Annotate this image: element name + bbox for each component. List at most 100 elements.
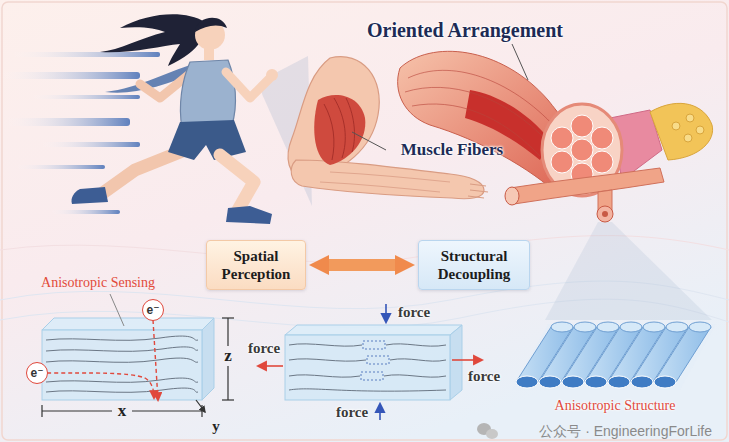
runner-figure	[71, 14, 278, 224]
runner-figure	[100, 150, 185, 195]
node-text: Spatial Perception	[213, 247, 299, 283]
arm-illustration	[320, 182, 440, 192]
watermark-icon	[486, 429, 498, 439]
decoupling-block	[361, 372, 383, 380]
runner-figure	[100, 14, 205, 66]
dimension-marks	[196, 400, 205, 412]
dimension-marks	[222, 399, 234, 400]
runner-figure	[226, 72, 270, 98]
muscle-bundle	[352, 132, 386, 150]
speed-lines	[15, 165, 105, 169]
dimension-marks	[42, 410, 112, 411]
sensing-block	[110, 294, 124, 326]
figure-label: Muscle Fibers	[401, 140, 503, 160]
sensing-block	[202, 318, 214, 400]
figure-label: Anisotropic Sensing	[41, 275, 155, 291]
decoupling-block	[384, 375, 446, 377]
zoom-wedge	[262, 56, 712, 320]
runner-figure	[226, 206, 272, 224]
decoupling-block	[386, 344, 446, 346]
sensing-block	[42, 294, 214, 400]
arm-illustration	[468, 184, 488, 198]
sensing-block	[47, 373, 154, 398]
sensing-block	[46, 378, 198, 382]
fiber-array	[597, 322, 619, 332]
watermark-text: 公众号 · EngineeringForLife	[539, 423, 712, 439]
runner-figure	[71, 187, 108, 204]
runner-figure	[266, 69, 278, 81]
decoupling-block	[450, 325, 462, 400]
fiber-array	[574, 322, 596, 332]
electron-circle: e⁻	[26, 362, 48, 384]
figure-label: force	[398, 304, 430, 321]
muscle-bundle	[510, 168, 664, 204]
speed-lines	[0, 72, 140, 79]
runner-figure	[195, 18, 227, 32]
speed-lines	[10, 52, 160, 57]
dimension-marks	[132, 410, 202, 411]
decoupling-block	[289, 359, 366, 361]
fiber-array	[689, 322, 711, 332]
muscle-bundle	[551, 151, 573, 173]
decoupling-block	[390, 359, 446, 361]
sensing-block	[42, 318, 214, 330]
fiber-array	[654, 327, 711, 382]
sensing-block	[46, 347, 198, 351]
muscle-bundle	[551, 127, 573, 149]
dimension-marks	[42, 318, 234, 417]
node-text: Structural Decoupling	[425, 247, 523, 283]
node-text: e⁻	[30, 367, 43, 379]
sensing-block	[153, 320, 158, 400]
figure-label: force	[248, 340, 280, 357]
sensing-block	[46, 336, 198, 340]
dimension-marks	[222, 317, 234, 318]
decoupling-block	[379, 404, 381, 420]
speed-lines	[30, 95, 140, 99]
muscle-bundle	[686, 114, 694, 122]
sensing-block	[46, 388, 198, 392]
speed-lines	[0, 52, 160, 214]
fiber-array	[562, 376, 584, 388]
figure-label: force	[468, 368, 500, 385]
decoupling-block	[285, 325, 462, 335]
runner-figure	[168, 120, 246, 160]
sensing-block	[42, 330, 202, 400]
fiber-array	[512, 322, 716, 390]
decoupling-block	[289, 389, 446, 391]
figure-label: x	[118, 401, 127, 421]
arm-illustration	[314, 95, 365, 165]
fiber-array	[666, 322, 688, 332]
decoupling-block	[367, 356, 389, 364]
fiber-array	[643, 322, 665, 332]
fiber-array	[608, 376, 630, 388]
muscle-bundle	[505, 187, 519, 205]
muscle-bundle	[571, 139, 593, 161]
muscle-bundle	[672, 122, 680, 130]
arm-illustration	[291, 160, 484, 199]
fiber-array	[551, 322, 573, 332]
figure-label: Anisotropic Structure	[555, 398, 676, 414]
zoom-wedge	[545, 222, 712, 320]
muscle-bundle	[512, 44, 528, 80]
speed-lines	[5, 118, 130, 126]
muscle-bundle	[352, 44, 713, 222]
fiber-array	[631, 376, 653, 388]
fiber-array	[512, 324, 716, 390]
sensing-block	[46, 358, 198, 362]
speed-lines	[40, 142, 140, 147]
muscle-bundle	[591, 151, 613, 173]
fiber-array	[585, 376, 607, 388]
decoupling-block	[289, 375, 360, 377]
concept-box: Structural Decoupling	[418, 240, 530, 290]
muscle-bundle	[696, 126, 704, 134]
figure-label: force	[336, 404, 368, 421]
dimension-marks	[227, 366, 228, 400]
figure-label: y	[212, 418, 220, 435]
muscle-bundle	[571, 115, 593, 137]
decoupling-block	[363, 341, 385, 349]
decoupling-block	[385, 304, 387, 322]
